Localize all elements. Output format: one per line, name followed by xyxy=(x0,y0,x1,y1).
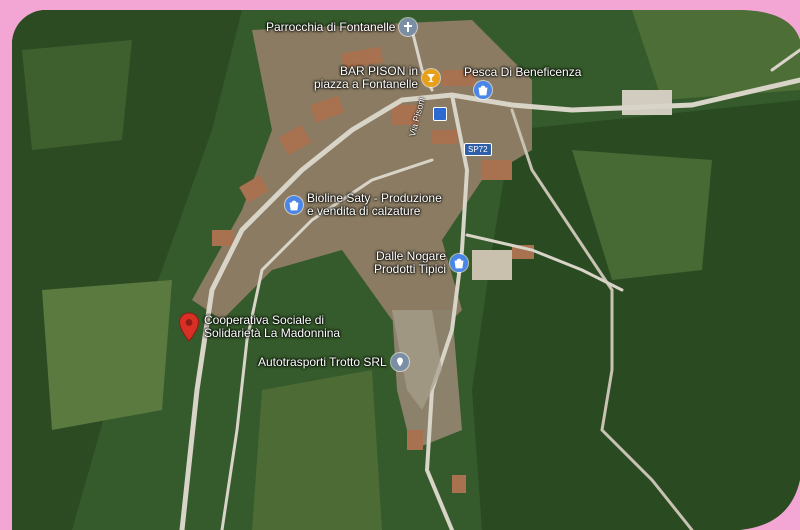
satellite-imagery xyxy=(12,10,800,530)
shopping-bag-icon xyxy=(473,81,492,99)
red-location-pin-icon xyxy=(178,312,200,342)
bus-stop-icon[interactable] xyxy=(433,107,447,121)
shopping-bag-icon xyxy=(450,254,469,272)
poi-autotrasporti-trotto[interactable]: Autotrasporti Trotto SRL xyxy=(258,353,409,371)
road-shield-sp72: SP72 xyxy=(464,143,492,156)
poi-label: BAR PISON in piazza a Fontanelle xyxy=(314,64,419,91)
frame-corner xyxy=(740,480,800,530)
satellite-map[interactable]: Via Pisoni SP72 Parrocchia di Fontanelle… xyxy=(12,10,800,530)
poi-parrocchia-di-fontanelle[interactable]: Parrocchia di Fontanelle xyxy=(266,18,418,36)
poi-bar-pison[interactable]: BAR PISON in piazza a Fontanelle xyxy=(314,64,441,91)
poi-label: Dalle Nogare Prodotti Tipici xyxy=(374,249,447,276)
poi-label: Cooperativa Sociale di Solidarietà La Ma… xyxy=(204,313,341,340)
poi-bioline-saty[interactable]: Bioline Saty - Produzione e vendita di c… xyxy=(285,192,442,218)
poi-pesca-di-beneficenza[interactable]: Pesca Di Beneficenza xyxy=(464,66,581,99)
shopping-bag-icon xyxy=(285,196,303,214)
cocktail-glass-icon xyxy=(422,69,441,87)
poi-dalle-nogare[interactable]: Dalle Nogare Prodotti Tipici xyxy=(374,249,469,276)
frame-corner-decoration xyxy=(730,0,800,40)
poi-label: Autotrasporti Trotto SRL xyxy=(258,354,387,369)
poi-label: Bioline Saty - Produzione e vendita di c… xyxy=(307,191,442,218)
poi-cooperativa-sociale[interactable]: Cooperativa Sociale di Solidarietà La Ma… xyxy=(178,312,340,342)
church-cross-icon xyxy=(399,18,418,36)
location-dot-icon xyxy=(390,353,409,371)
poi-label: Pesca Di Beneficenza xyxy=(464,65,582,79)
poi-label: Parrocchia di Fontanelle xyxy=(266,19,396,34)
